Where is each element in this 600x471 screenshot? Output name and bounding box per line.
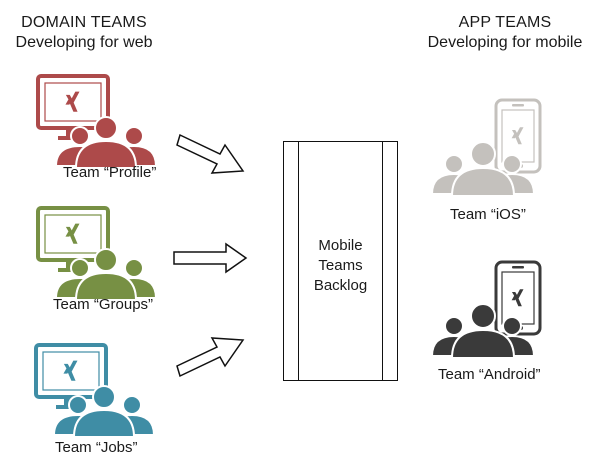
team-android-label: Team “Android” — [438, 366, 541, 383]
people-icon — [54, 248, 158, 301]
people-icon — [54, 116, 158, 169]
backlog-label-line: Mobile — [318, 237, 363, 254]
team-groups-label: Team “Groups” — [53, 296, 154, 313]
mobile-team-icon — [430, 98, 542, 197]
xing-logo-icon — [511, 289, 524, 307]
backlog-left-rail — [284, 142, 299, 380]
team-ios: Team “iOS” — [430, 96, 562, 226]
web-team-icon — [36, 206, 158, 301]
arrow-profile-to-backlog — [176, 133, 245, 174]
team-android: Team “Android” — [430, 258, 572, 388]
xing-logo-icon — [511, 127, 524, 145]
xing-logo-icon — [63, 360, 78, 381]
app-teams-subtitle: Developing for mobile — [427, 34, 583, 51]
web-team-icon — [34, 343, 156, 438]
domain-teams-heading: DOMAIN TEAMS Developing for web — [4, 13, 164, 53]
backlog-label-line: Backlog — [313, 277, 368, 294]
people-icon — [430, 303, 536, 359]
team-jobs: Team “Jobs” — [34, 343, 164, 458]
backlog-label-line: Teams — [318, 257, 363, 274]
arrow-jobs-to-backlog — [176, 337, 245, 378]
xing-logo-icon — [65, 223, 80, 244]
app-teams-title: APP TEAMS — [458, 14, 552, 31]
team-profile-label: Team “Profile” — [63, 164, 157, 181]
app-teams-heading: APP TEAMS Developing for mobile — [410, 13, 600, 53]
people-icon — [52, 385, 156, 438]
backlog-right-rail — [382, 142, 397, 380]
mobile-team-icon — [430, 260, 542, 359]
people-icon — [430, 141, 536, 197]
domain-teams-subtitle: Developing for web — [15, 34, 153, 51]
team-profile: Team “Profile” — [36, 74, 166, 184]
team-groups: Team “Groups” — [36, 206, 166, 316]
team-ios-label: Team “iOS” — [450, 206, 526, 223]
arrow-groups-to-backlog — [173, 242, 248, 274]
mobile-teams-backlog: Mobile Teams Backlog — [283, 141, 398, 381]
team-jobs-label: Team “Jobs” — [55, 439, 138, 456]
domain-teams-title: DOMAIN TEAMS — [21, 14, 147, 31]
web-team-icon — [36, 74, 158, 169]
xing-logo-icon — [65, 91, 80, 112]
backlog-label: Mobile Teams Backlog — [298, 236, 383, 296]
